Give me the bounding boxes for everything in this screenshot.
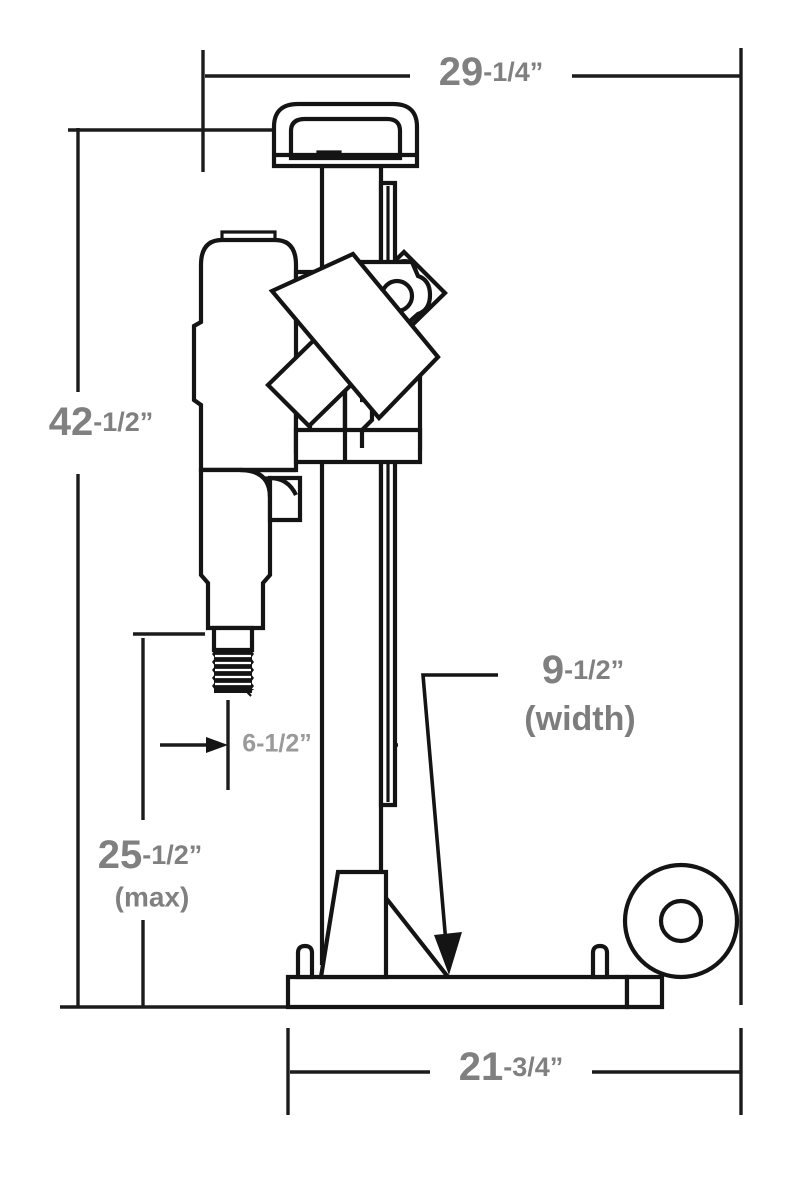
core-bit: [211, 625, 255, 697]
core-bit-thread-right: [251, 650, 254, 690]
dimension-overall-height: 42-1/2”: [49, 128, 154, 1006]
transport-wheel: [622, 862, 740, 980]
motor-housing: [191, 230, 307, 480]
base-plate-extension: [624, 974, 665, 1010]
gusset-brace-body: [318, 869, 389, 980]
carriage-bracket-base: [293, 427, 423, 465]
dimension-base-width: 9-1/2” (width): [421, 648, 636, 975]
dim-label-bit-offset: 6-1/2”: [242, 730, 311, 758]
dimension-overall-depth: 29-1/4”: [205, 50, 740, 94]
arrow-width: [434, 932, 462, 975]
dim-label-base-width: 9-1/2”: [542, 648, 624, 692]
gearbox-body: [198, 467, 273, 631]
carry-handle: [271, 101, 420, 169]
core-bit-collar: [211, 625, 255, 653]
gusset-brace: [318, 869, 450, 980]
arrow-bit-left: [206, 737, 228, 753]
dimension-base-length: 21-3/4”: [290, 1045, 740, 1089]
dim-label-overall-height: 42-1/2”: [49, 400, 154, 444]
extension-lines: [60, 48, 743, 1115]
dimension-max-travel: 25-1/2” (max): [98, 638, 203, 1006]
core-bit-thread-left: [212, 650, 215, 690]
dim-label-max-travel: 25-1/2”: [98, 833, 203, 877]
base-plate-main: [285, 974, 630, 1010]
dim-label-base-length: 21-3/4”: [459, 1045, 564, 1089]
feed-lever-plate: [268, 251, 441, 422]
dim-note-base-width: (width): [524, 700, 635, 738]
motor-housing-cap: [220, 230, 277, 240]
gearbox-housing: [198, 467, 303, 631]
carry-handle-detail-notch: [316, 150, 342, 158]
core-bit-thread-ridges: [212, 654, 254, 686]
gusset-brace-diagonal: [384, 896, 450, 979]
feed-lever: [265, 249, 448, 429]
machine-assembly: [191, 101, 740, 1010]
anchor-bolt-left: [295, 943, 315, 980]
leader-line-width: [421, 673, 498, 956]
dim-label-overall-depth: 29-1/4”: [439, 50, 544, 94]
carry-handle-inner: [288, 116, 403, 161]
anchor-bolt-left-shaft: [295, 943, 315, 980]
anchor-bolt-right-shaft: [590, 943, 610, 980]
dim-note-max-travel: (max): [115, 881, 190, 912]
transport-wheel-hub: [658, 898, 704, 944]
base-plate: [285, 974, 665, 1010]
anchor-bolt-right: [590, 943, 610, 980]
motor-housing-body: [191, 237, 307, 473]
gearbox-side-curve: [269, 475, 298, 496]
